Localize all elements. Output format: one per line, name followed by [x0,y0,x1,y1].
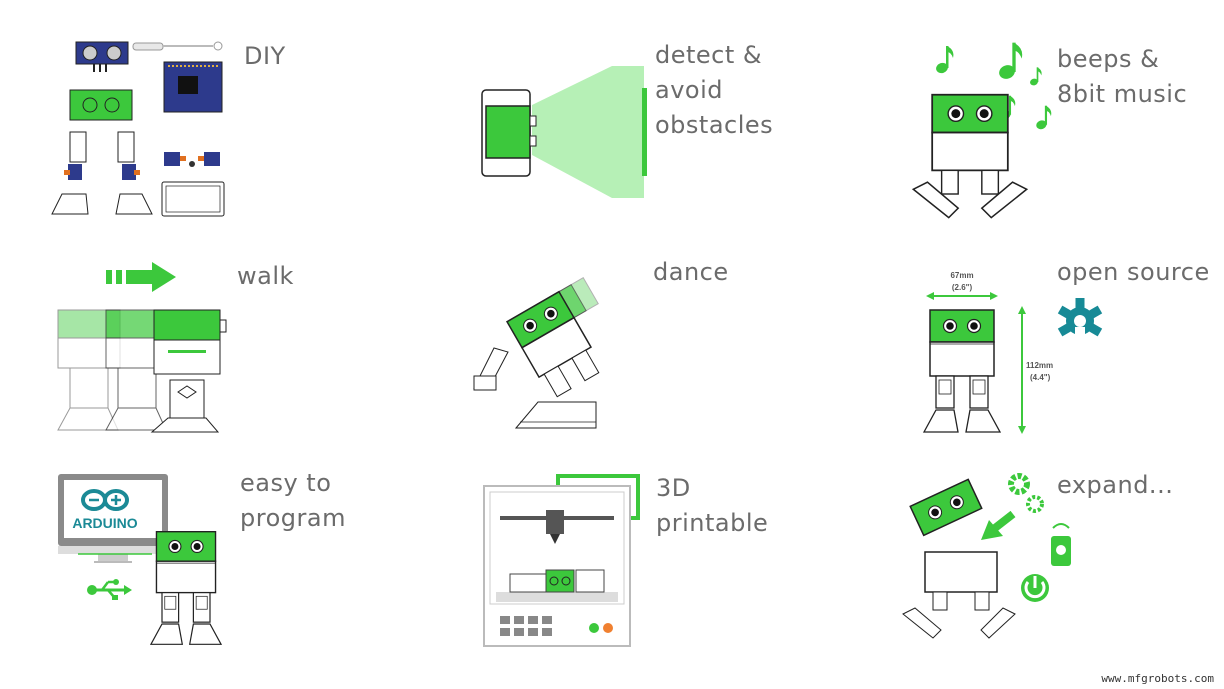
diy-parts-illustration [51,41,225,217]
remote-icon [1051,523,1071,566]
power-icon [1021,574,1049,602]
dancing-robot-illustration [473,277,600,429]
label-line: easy to [240,469,332,497]
gears-icon [1008,473,1044,513]
arduino-label: ARDUINO [72,515,137,531]
label-line: obstacles [655,111,774,139]
height-mm-label: 112mm [1026,361,1053,370]
height-in-label: (4.4") [1030,373,1051,382]
label-line: expand... [1057,471,1174,499]
arduino-computer-illustration: ARDUINO [58,474,222,646]
label-opensource: open source [1057,255,1210,290]
width-mm-label: 67mm [950,271,973,280]
label-walk: walk [237,259,294,294]
label-line: DIY [244,42,286,70]
label-expand: expand... [1057,468,1173,503]
label-line: beeps & [1057,45,1160,73]
label-line: 8bit music [1057,80,1188,108]
walking-robots-illustration [57,262,227,433]
label-diy: DIY [244,39,286,74]
label-line: avoid [655,76,723,104]
label-line: detect & [655,41,763,69]
dimensions-illustration: 67mm (2.6") 112mm (4.4") [923,271,1053,434]
label-program: easy to program [240,466,346,536]
music-notes-illustration [912,42,1052,219]
label-line: program [240,504,346,532]
label-line: printable [656,509,769,537]
label-dance: dance [653,255,729,290]
usb-icon [87,579,132,600]
label-line: 3D [656,474,691,502]
label-beeps: beeps & 8bit music [1057,42,1187,112]
watermark: www.mfgrobots.com [1101,672,1214,685]
label-line: walk [237,262,294,290]
3d-printer-illustration [483,474,640,647]
width-in-label: (2.6") [952,283,973,292]
label-detect: detect & avoid obstacles [655,38,773,143]
open-source-gear-icon [1057,298,1103,345]
expansion-modules-illustration [902,473,1071,639]
label-line: open source [1057,258,1210,286]
label-line: dance [653,258,729,286]
label-printable: 3D printable [656,471,768,541]
ultrasonic-sensor-illustration [481,66,647,198]
arduino-logo-icon [81,489,129,511]
